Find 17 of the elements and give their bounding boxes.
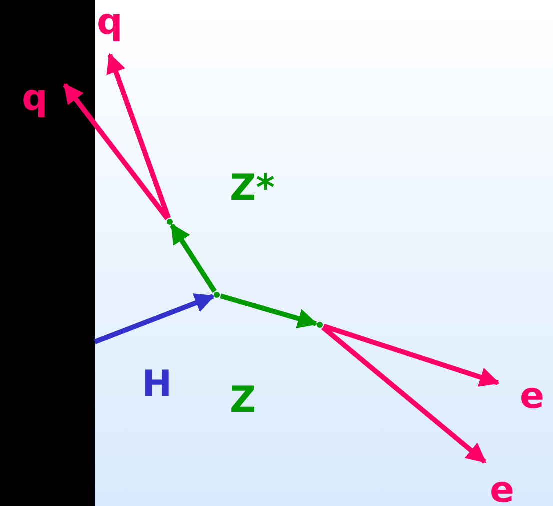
edge-label: H: [142, 366, 172, 404]
vertex-dot: [167, 219, 173, 225]
vertex-dot: [214, 292, 220, 298]
particle-label: e: [490, 472, 514, 506]
arrow: [106, 53, 171, 220]
particle-label: q: [22, 80, 48, 118]
vertex-dot: [317, 322, 323, 328]
arrow: [323, 324, 500, 387]
arrow: [321, 326, 487, 464]
arrow: [220, 294, 318, 328]
arrow: [170, 224, 217, 293]
arrow: [94, 294, 216, 344]
edge-label: Z*: [230, 170, 275, 208]
arrow: [63, 83, 170, 220]
particle-label: q: [97, 4, 123, 42]
particle-label: e: [520, 378, 544, 416]
edge-label: Z: [230, 382, 256, 420]
